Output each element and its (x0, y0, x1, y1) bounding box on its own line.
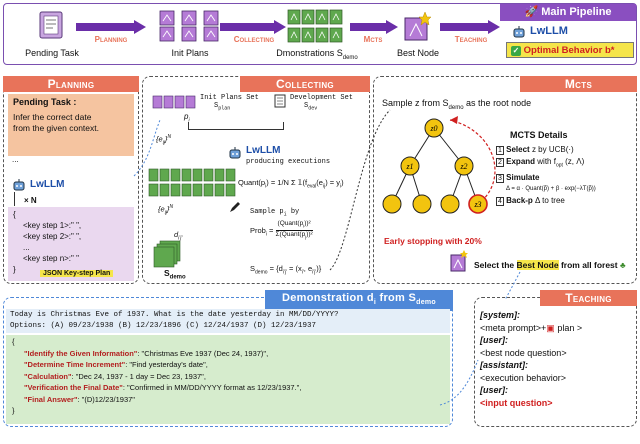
simulate-formula: Δ = α · Quant(p̃) + β · exp(−λT(p̃)) (506, 185, 596, 192)
node-z1: z1 (405, 162, 413, 171)
best-node-small-icon (450, 250, 468, 272)
lwllm-label: LwLLM (530, 25, 568, 37)
demo-step-1: "Identify the Given Information": "Chris… (24, 348, 269, 358)
stage-label-init-plans: Init Plans (171, 48, 209, 58)
arrow-planning (76, 20, 146, 34)
demo-steps-box: { "Identify the Given Information": "Chr… (6, 335, 450, 424)
planning-lwllm: LwLLM (30, 179, 65, 190)
collecting-header: Collecting (240, 76, 370, 92)
s-demo-label: Sdemo (164, 268, 186, 281)
demo-stack-icon (152, 240, 182, 268)
arrow-teaching (440, 20, 500, 34)
top-pipeline-bar (3, 3, 637, 65)
best-node-icon (403, 11, 432, 42)
robot-icon (228, 146, 242, 160)
robot-icon (512, 25, 526, 39)
stage-label-demonstrations: Dmonstrations Sdemo (276, 48, 358, 61)
dev-set-icon (274, 94, 286, 108)
rocket-icon: 🚀 (524, 6, 539, 18)
node-z2: z2 (459, 162, 467, 171)
demonstration-header: Demonstration di from Sdemo (265, 290, 453, 312)
e-set-label: {eij}N (158, 204, 174, 216)
stage-label-best-node: Best Node (396, 48, 440, 58)
arrow-mcts (350, 20, 398, 34)
stage-label-pending: Pending Task (25, 48, 79, 58)
early-stop-text: Early stopping with 20% (384, 236, 482, 246)
sample-root-text: Sample z from Sdemo as the root node (382, 98, 532, 111)
planning-ellipsis: ... (12, 155, 19, 164)
demo-question-box: Today is Christmas Eve of 1937. What is … (6, 309, 450, 333)
arrow-label-planning: Planning (94, 35, 128, 44)
optimal-behavior-box: ✓ Optimal Behavior b* (506, 42, 634, 58)
producing-label: producing executions (246, 158, 331, 166)
d-ij-label: di'j' (174, 230, 183, 242)
node-z0: z0 (429, 124, 437, 133)
sample-label: Sample pi by (250, 208, 300, 218)
arrow-label-collecting: Collecting (233, 35, 275, 44)
plan-icon: ▣ (546, 322, 555, 333)
robot-icon (12, 178, 26, 192)
quant-formula: Quant(pi) = 1/N Σ 𝟙(feval(eij) = yi) (238, 178, 344, 190)
teaching-content: [system]: <meta prompt>+▣ plan > [user]:… (480, 310, 583, 408)
demonstrations-icons (286, 8, 346, 46)
main-pipeline-badge: 🚀 Main Pipeline (500, 4, 636, 21)
pending-task-icon (38, 10, 64, 40)
demo-step-2: "Determine Time Increment": "Find yester… (24, 360, 208, 369)
executions-grid (148, 168, 236, 198)
mcts-details-title: MCTS Details (510, 130, 568, 140)
init-plans-set-label: Init Plans Set Splan (200, 94, 259, 112)
demo-step-4: "Verification the Final Date": "Confirme… (24, 383, 302, 392)
mcts-step-select: 1 Select z by UCB(·) (496, 145, 574, 155)
prob-formula: Probi = (Quant(pi))² Σ(Quant(pj))² (250, 220, 313, 240)
demo-step-5: "Final Answer": "(D)12/23/1937" (24, 394, 135, 404)
arrow-label-mcts: Mcts (363, 35, 383, 44)
json-plan-box: { <key step 1>:" ", <key step 2>:" ", ..… (8, 207, 134, 281)
mcts-step-backprop: 4 Back-p Δ to tree (496, 195, 565, 206)
s-demo-formula: Sdemo = {di'j' = (xi', ei'j')} (250, 264, 322, 276)
init-plans-set-icon (152, 94, 196, 110)
demo-step-3: "Calculation": "Dec 24, 1937 - 1 day = D… (24, 371, 206, 381)
times-n: × N (24, 196, 37, 205)
down-arrow (14, 192, 20, 206)
pen-icon (228, 200, 242, 214)
pending-task-box: Pending Task : Infer the correct date fr… (8, 94, 134, 156)
check-icon: ✓ (511, 46, 521, 56)
arrow-collecting (220, 20, 286, 34)
arrow-label-teaching: Teaching (454, 35, 488, 44)
node-z3: z3 (473, 200, 481, 209)
mcts-tree: z0 z1 z2 z3 (382, 116, 496, 214)
teaching-header: Teaching (540, 290, 637, 306)
init-plans-icons (158, 9, 220, 43)
plan-dev-connector (188, 122, 284, 130)
mcts-step-expand: 2 Expand with fopt (z, Λ) (496, 157, 585, 169)
p-i-label: pi (184, 112, 190, 124)
mcts-details: 1 Select z by UCB(·) 2 Expand with fopt … (496, 144, 634, 207)
e-ij-label: {eij}N (156, 134, 172, 146)
mcts-step-simulate: 3 Simulate (496, 172, 540, 183)
mcts-header: Mcts (520, 76, 637, 92)
json-plan-label: JSON Key-step Plan (40, 270, 114, 277)
dev-set-label: Development Set Sdev (290, 94, 354, 112)
select-best-node-text: Select the Best Node from all forest ♣ (474, 260, 626, 270)
planning-header: Planning (3, 76, 139, 92)
tree-icon: ♣ (620, 260, 626, 270)
collecting-lwllm: LwLLM (246, 145, 281, 156)
